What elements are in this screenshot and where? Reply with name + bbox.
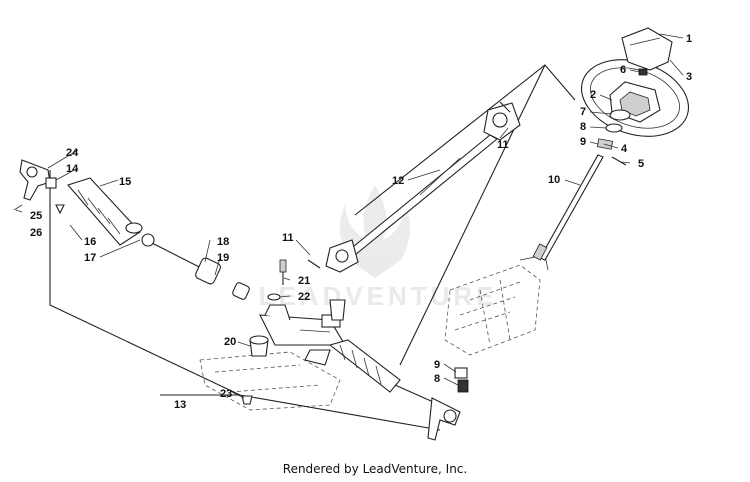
right-column-bushings <box>454 367 469 393</box>
callout-11-top: 11 <box>497 139 509 151</box>
callout-22: 22 <box>298 291 310 303</box>
right-tie-rod <box>394 384 461 441</box>
column-group-bracket <box>354 64 576 366</box>
callout-25: 25 <box>30 210 42 222</box>
callout-8: 8 <box>580 121 586 133</box>
callout-1: 1 <box>686 33 692 45</box>
callout-21: 21 <box>298 275 310 287</box>
rack-mount-hardware <box>241 259 287 405</box>
callout-13: 13 <box>174 399 186 411</box>
callout-12: 12 <box>392 175 404 187</box>
group-13-bracket <box>49 170 441 431</box>
callout-9: 9 <box>580 136 586 148</box>
callout-17: 17 <box>84 252 96 264</box>
column-hub-parts <box>596 109 631 166</box>
wheel-nut <box>638 68 648 76</box>
watermark-text: LEADVENTURE <box>258 281 497 311</box>
leader-lines <box>15 33 684 399</box>
rack-housing <box>259 299 346 366</box>
callout-6: 6 <box>620 64 626 76</box>
callout-5: 5 <box>638 158 644 170</box>
callout-4: 4 <box>621 143 628 155</box>
callout-23: 23 <box>220 388 232 400</box>
callout-26: 26 <box>30 227 42 239</box>
callout-19: 19 <box>217 252 229 264</box>
watermark: LEADVENTURE <box>258 185 497 311</box>
callout-20: 20 <box>224 336 236 348</box>
callout-3: 3 <box>686 71 692 83</box>
callout-15: 15 <box>119 176 131 188</box>
callout-16: 16 <box>84 236 96 248</box>
left-inner-tie-rod <box>141 233 250 300</box>
render-credit: Rendered by LeadVenture, Inc. <box>282 462 468 476</box>
callout-18: 18 <box>217 236 229 248</box>
horn-cap <box>621 27 673 71</box>
callout-10: 10 <box>548 174 560 186</box>
steering-wheel <box>580 59 690 137</box>
callout-7: 7 <box>580 106 586 118</box>
left-tie-rod-end <box>13 159 65 215</box>
intermediate-shaft <box>307 101 521 273</box>
callouts: 1 2 3 4 5 6 7 8 9 10 11 12 11 13 14 15 1… <box>30 33 692 411</box>
callout-2: 2 <box>590 89 596 101</box>
left-boot <box>67 177 143 246</box>
callout-9-bottom: 9 <box>434 359 440 371</box>
callout-24: 24 <box>66 147 79 159</box>
right-boot <box>328 339 401 393</box>
callout-8-bottom: 8 <box>434 373 440 385</box>
callout-11-bottom: 11 <box>282 232 294 244</box>
steering-column-shaft <box>532 154 604 261</box>
floor-plate <box>199 351 341 411</box>
callout-14: 14 <box>66 163 79 175</box>
